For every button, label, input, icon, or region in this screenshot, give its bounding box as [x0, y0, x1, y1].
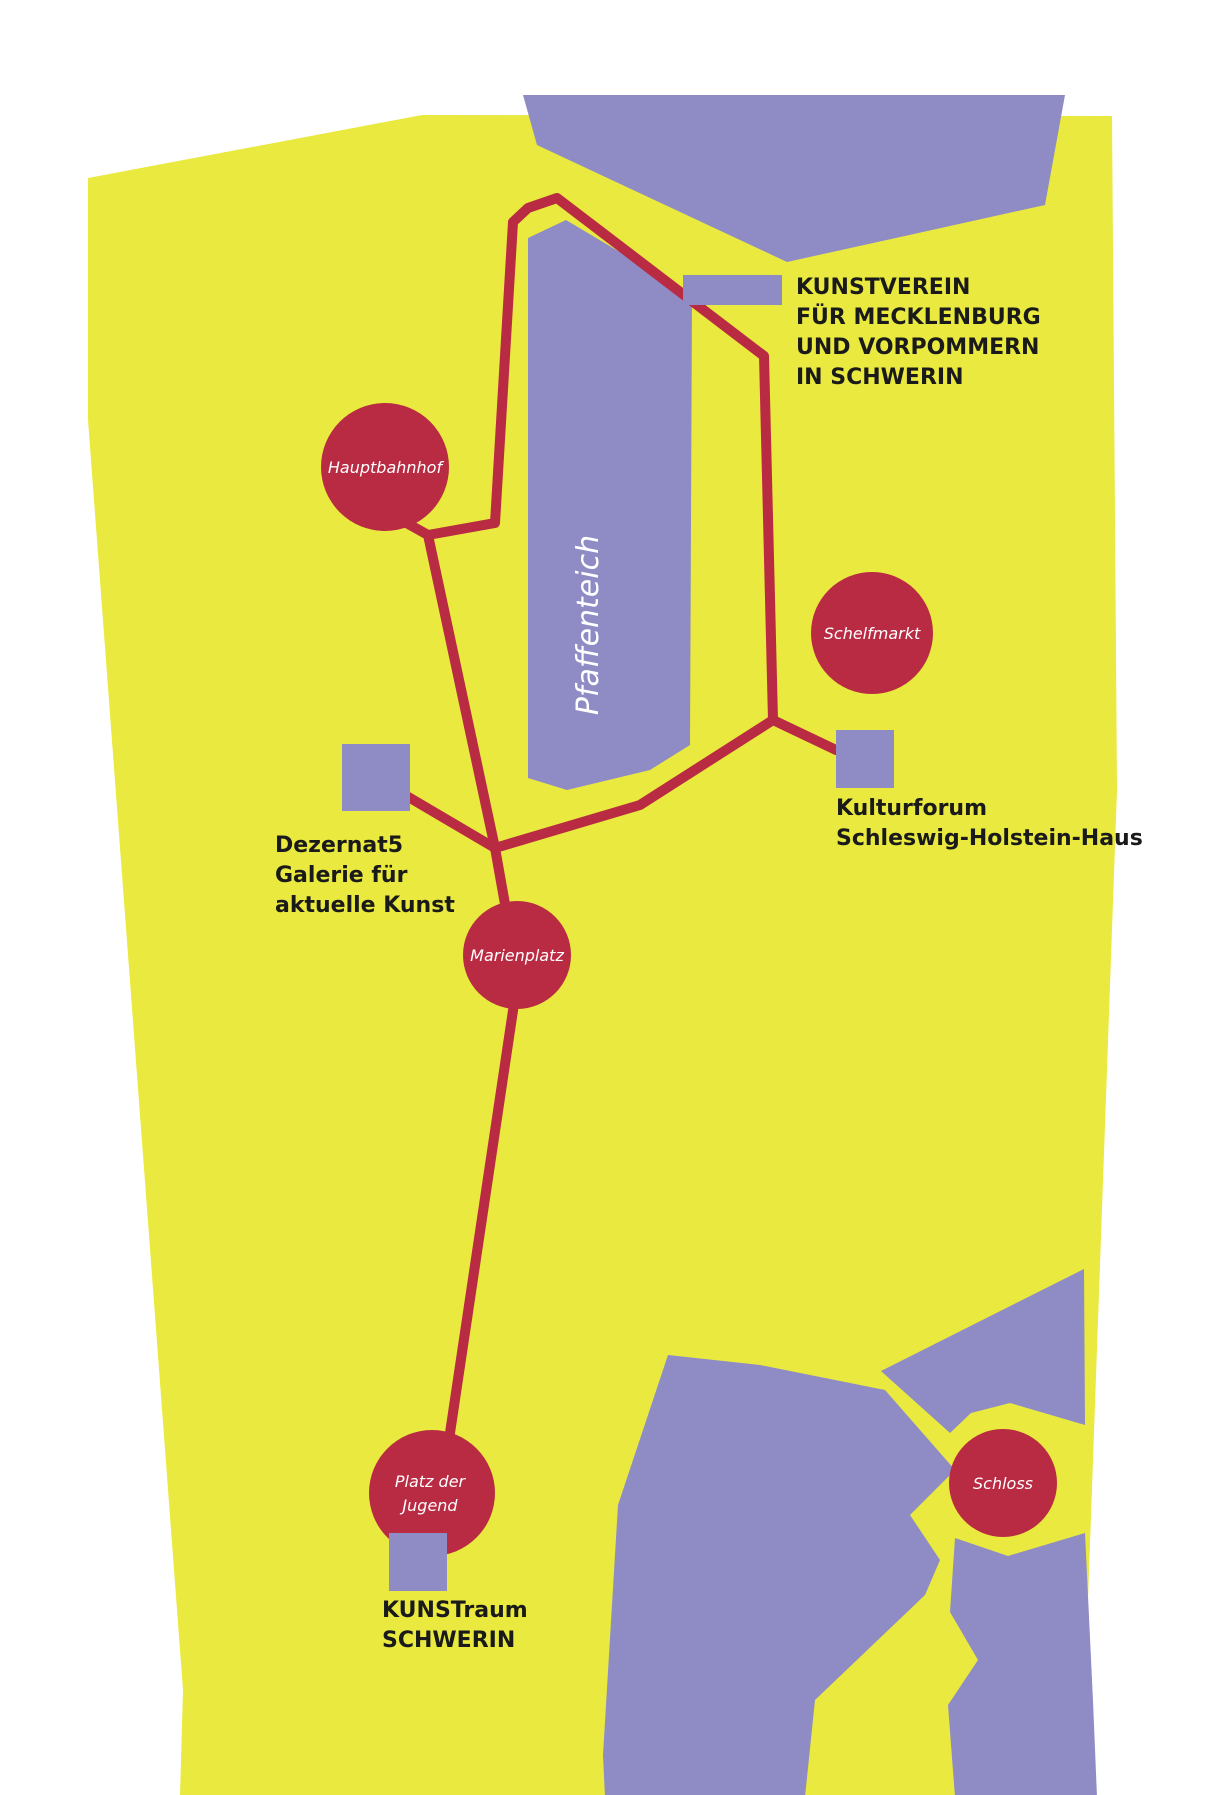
route-marienplatz-schelfmarkt [490, 715, 841, 853]
venue-dezernat5-marker[interactable] [342, 744, 410, 811]
venue-kunstverein-label: KUNSTVEREIN FÜR MECKLENBURG UND VORPOMME… [796, 275, 1041, 390]
lake-label-pfaffenteich: Pfaffenteich [571, 535, 606, 715]
venue-label-line: SCHWERIN [382, 1628, 515, 1653]
venue-kunstraum-label: KUNSTraum SCHWERIN [382, 1598, 528, 1653]
lake-schloss-northeast [881, 1269, 1085, 1433]
venue-kunstverein-marker[interactable] [683, 275, 782, 305]
lake-north [523, 95, 1065, 262]
land-area [88, 115, 1117, 1795]
lake-pfaffenteich [528, 220, 692, 790]
venue-dezernat5-label: Dezernat5 Galerie für aktuelle Kunst [275, 833, 455, 918]
venue-label-line: Dezernat5 [275, 833, 403, 858]
venue-label-line: IN SCHWERIN [796, 365, 964, 390]
stop-label: Schloss [973, 1474, 1033, 1493]
venue-kunstraum-marker[interactable] [389, 1533, 447, 1591]
route-loop-west [423, 193, 778, 725]
route-dezernat-connector [400, 790, 500, 853]
venue-kulturforum-marker[interactable] [836, 730, 894, 788]
venue-label-line: UND VORPOMMERN [796, 335, 1039, 360]
stop-platz-der-jugend[interactable]: Platz der Jugend [369, 1430, 495, 1556]
stop-schelfmarkt[interactable]: Schelfmarkt [811, 572, 933, 694]
venue-label-line: Galerie für [275, 863, 408, 888]
stop-schloss[interactable]: Schloss [949, 1429, 1057, 1537]
stop-hauptbahnhof[interactable]: Hauptbahnhof [321, 403, 449, 531]
lake-schloss-southeast [948, 1533, 1097, 1795]
venue-kulturforum-label: Kulturforum Schleswig-Holstein-Haus [836, 796, 1143, 851]
venue-label-line: Kulturforum [836, 796, 987, 821]
stop-label-line2: Jugend [399, 1496, 458, 1515]
venue-label-line: Schleswig-Holstein-Haus [836, 826, 1143, 851]
venue-label-line: aktuelle Kunst [275, 893, 455, 918]
stop-label: Hauptbahnhof [328, 458, 445, 477]
venue-label-line: KUNSTraum [382, 1598, 528, 1623]
stop-label-line1: Platz der [395, 1472, 467, 1491]
stop-marienplatz[interactable]: Marienplatz [463, 901, 571, 1009]
stop-label: Schelfmarkt [824, 624, 921, 643]
route-marienplatz-jugend [435, 972, 523, 1505]
venue-label-line: KUNSTVEREIN [796, 275, 970, 300]
venue-label-line: FÜR MECKLENBURG [796, 304, 1041, 330]
lake-schloss-west [603, 1355, 955, 1795]
stop-label: Marienplatz [470, 946, 564, 965]
